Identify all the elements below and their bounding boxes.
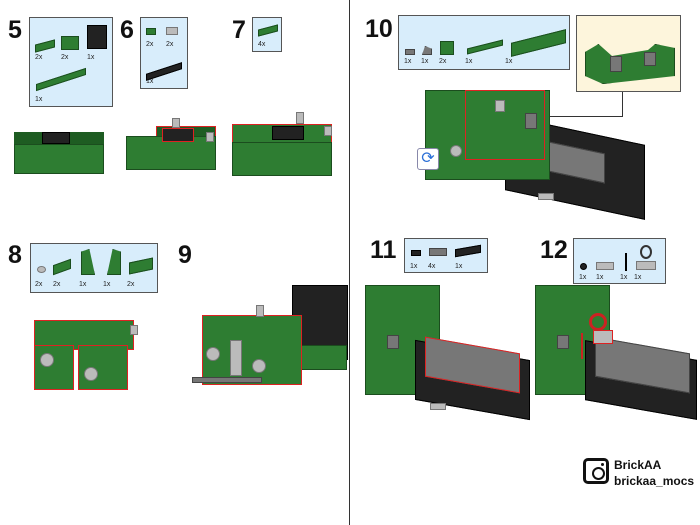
parts-list-step-10: 1x 1x 2x 1x 1x	[398, 15, 570, 70]
part-qty: 4x	[428, 263, 436, 270]
part-qty: 1x	[596, 274, 604, 281]
part-qty: 1x	[410, 263, 418, 270]
part-qty: 2x	[53, 281, 61, 288]
model-step-7	[232, 112, 340, 182]
parts-list-step-12: 1x 1x 1x 1x	[573, 238, 666, 284]
part-green-plate-long	[36, 67, 86, 92]
model-step-11	[365, 285, 535, 421]
part-qty: 2x	[439, 58, 447, 65]
part-qty: 1x	[79, 281, 87, 288]
part-qty: 1x	[87, 54, 95, 61]
part-qty: 2x	[35, 281, 43, 288]
callout-line	[622, 92, 623, 116]
part-qty: 1x	[634, 274, 642, 281]
rotate-icon: ⟳	[417, 148, 439, 170]
part-qty: 1x	[465, 58, 473, 65]
brand-name: BrickAA	[614, 458, 662, 472]
part-green-brick	[61, 36, 79, 50]
part-qty: 2x	[166, 41, 174, 48]
part-qty: 4x	[258, 41, 266, 48]
part-qty: 2x	[35, 54, 43, 61]
parts-list-step-5: 2x 2x 1x 1x	[29, 17, 113, 107]
parts-list-step-11: 1x 4x 1x	[404, 238, 488, 273]
step-number-6: 6	[120, 16, 134, 44]
part-qty: 1x	[421, 58, 429, 65]
part-green-plate	[35, 39, 55, 53]
step-number-8: 8	[8, 241, 22, 269]
part-qty: 1x	[505, 58, 513, 65]
parts-list-step-8: 2x 2x 1x 1x 2x	[30, 243, 158, 293]
part-qty: 1x	[35, 96, 43, 103]
part-qty: 2x	[146, 41, 154, 48]
parts-list-step-7: 4x	[252, 17, 282, 52]
part-qty: 1x	[455, 263, 463, 270]
instagram-icon	[583, 458, 609, 484]
brand-handle: brickaa_mocs	[614, 474, 695, 488]
model-step-5	[14, 128, 104, 178]
step-number-7: 7	[232, 16, 246, 44]
step-number-12: 12	[540, 236, 568, 264]
step-number-9: 9	[178, 241, 192, 269]
parts-list-step-6: 2x 2x 1x	[140, 17, 188, 89]
page-divider	[349, 0, 350, 525]
model-step-9	[192, 285, 348, 400]
part-black-brick	[87, 25, 107, 49]
model-step-8	[34, 305, 144, 395]
model-step-10	[410, 75, 650, 220]
part-qty: 1x	[620, 274, 628, 281]
callout-line	[550, 116, 623, 117]
callout-subassembly	[576, 15, 681, 92]
part-qty: 1x	[404, 58, 412, 65]
step-number-11: 11	[370, 236, 397, 264]
step-number-5: 5	[8, 16, 22, 44]
part-qty: 2x	[61, 54, 69, 61]
part-qty: 1x	[579, 274, 587, 281]
part-qty: 1x	[103, 281, 111, 288]
model-step-12	[535, 285, 700, 420]
model-step-6	[126, 118, 220, 180]
part-qty: 2x	[127, 281, 135, 288]
step-number-10: 10	[365, 15, 393, 43]
part-qty: 1x	[146, 78, 154, 85]
